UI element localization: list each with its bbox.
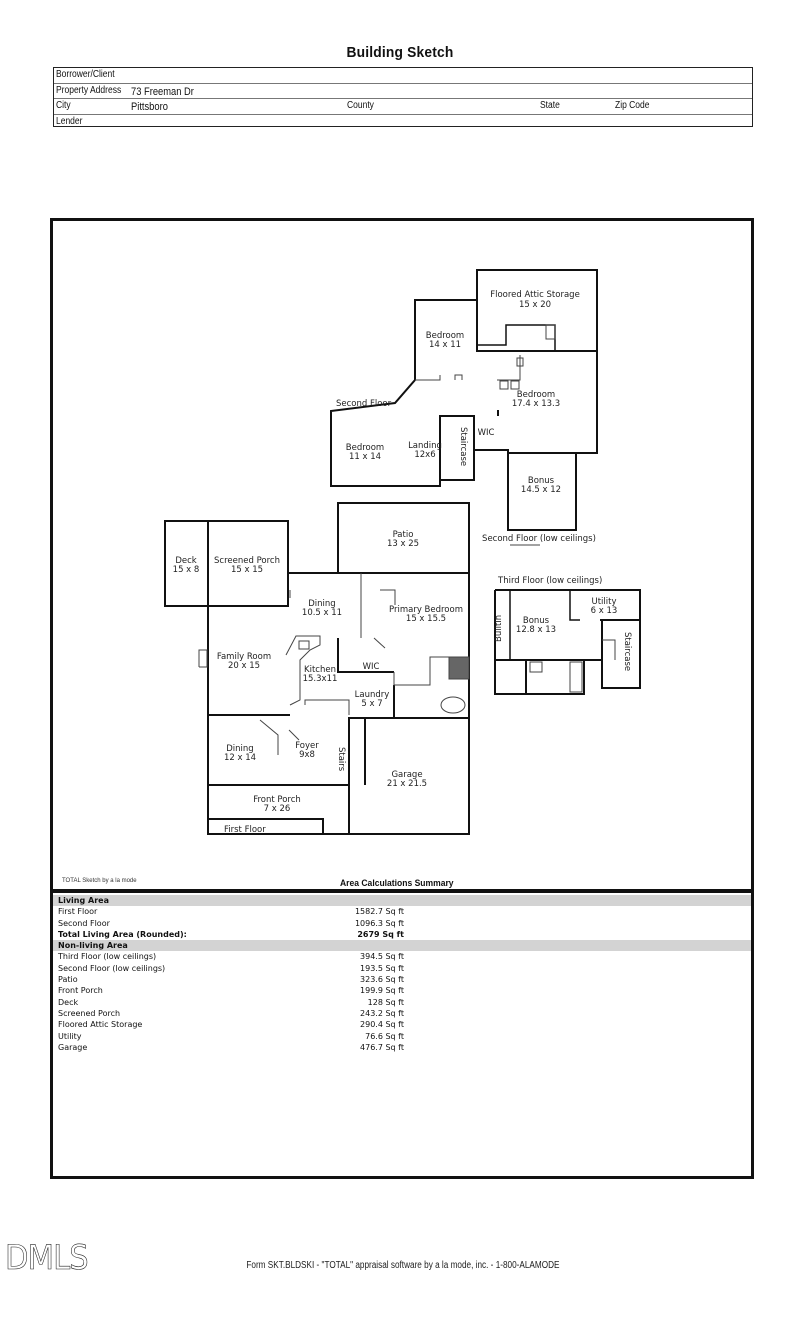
attic-storage-outline (476, 269, 598, 352)
zip-label: Zip Code (615, 100, 650, 111)
garage-dim: 21 x 21.5 (387, 779, 427, 789)
landing-label: Landing (408, 441, 442, 451)
state-label: State (540, 100, 560, 111)
bonus3-label: Bonus (523, 616, 550, 626)
county-label: County (347, 100, 374, 111)
bonus3-dim: 12.8 x 13 (516, 625, 556, 635)
lender-row: Lender (54, 115, 752, 130)
second-floor-label: Second Floor (336, 399, 392, 409)
summary-row: Living Area (53, 895, 751, 907)
bedroom2-dim: 17.4 x 13.3 (512, 399, 560, 409)
bonus2-label: Bonus (528, 476, 555, 486)
staircase3-label: Staircase (622, 632, 632, 671)
screened-porch-dim: 15 x 15 (231, 565, 263, 575)
address-row: Property Address 73 Freeman Dr (54, 84, 752, 99)
attic-dim: 15 x 20 (519, 300, 551, 310)
sketch-frame (50, 218, 754, 1179)
screened-porch-outline (207, 520, 289, 607)
summary-title: Area Calculations Summary (340, 878, 454, 888)
sketch-credit: TOTAL Sketch by a la mode (62, 878, 137, 884)
family-room-dim: 20 x 15 (228, 661, 260, 671)
room-labels: Floored Attic Storage 15 x 20 Bedroom 14… (173, 290, 632, 835)
section-divider (50, 889, 754, 893)
first-floor-label: First Floor (224, 825, 266, 835)
dmls-logo: DMLS (5, 1238, 89, 1279)
builtin-label: BuiltIn (494, 615, 504, 642)
second-floor-low-label: Second Floor (low ceilings) (482, 534, 596, 544)
primary-bedroom-dim: 15 x 15.5 (406, 614, 446, 624)
borrower-row: Borrower/Client (54, 68, 752, 84)
bedroom1-label: Bedroom (426, 331, 464, 341)
floor-plan-drawing: Floored Attic Storage 15 x 20 Bedroom 14… (164, 269, 641, 835)
laundry-label: Laundry (355, 690, 390, 700)
garage-label: Garage (391, 770, 422, 780)
city-value: Pittsboro (131, 101, 168, 113)
staircase2-label: Staircase (458, 427, 468, 466)
dining2-dim: 12 x 14 (224, 753, 256, 763)
address-value: 73 Freeman Dr (131, 85, 194, 98)
kitchen-dim: 15.3x11 (303, 674, 338, 684)
dining1-label: Dining (308, 599, 335, 609)
laundry-dim: 5 x 7 (361, 699, 382, 709)
attic-label: Floored Attic Storage (490, 290, 580, 300)
patio-dim: 13 x 25 (387, 539, 419, 549)
patio-label: Patio (393, 530, 414, 540)
bedroom2-label: Bedroom (517, 390, 555, 400)
summary-row: Second Floor (low ceilings)193.5 Sq ft (58, 963, 404, 973)
bedroom3-label: Bedroom (346, 443, 384, 453)
summary-row: Third Floor (low ceilings)394.5 Sq ft (58, 952, 404, 962)
deck-dim: 15 x 8 (173, 565, 200, 575)
front-porch-label: Front Porch (253, 795, 301, 805)
city-row: City Pittsboro County State Zip Code (54, 99, 752, 115)
dining2-label: Dining (226, 744, 253, 754)
third-floor-label: Third Floor (low ceilings) (497, 576, 602, 586)
kitchen-label: Kitchen (304, 665, 336, 675)
property-header-table: Borrower/Client Property Address 73 Free… (53, 67, 753, 127)
primary-bedroom-label: Primary Bedroom (389, 605, 463, 615)
dining1-dim: 10.5 x 11 (302, 608, 342, 618)
foyer-label: Foyer (295, 741, 319, 751)
landing-dim: 12x6 (414, 450, 435, 460)
utility-dim: 6 x 13 (591, 606, 618, 616)
summary-row: Non-living Area (53, 940, 751, 952)
summary-row-total: Total Living Area (Rounded):2679 Sq ft (58, 929, 404, 939)
form-footer: Form SKT.BLDSKI - "TOTAL" appraisal soft… (245, 1260, 560, 1271)
screened-porch-label: Screened Porch (214, 556, 280, 566)
foyer-dim: 9x8 (299, 750, 315, 760)
lender-label: Lender (56, 115, 83, 127)
utility-label: Utility (591, 597, 616, 607)
bonus2-dim: 14.5 x 12 (521, 485, 561, 495)
bedroom3-dim: 11 x 14 (349, 452, 381, 462)
wic2-label: WIC (478, 428, 495, 438)
wic1-label: WIC (363, 662, 380, 672)
document-title: Building Sketch (346, 44, 454, 61)
borrower-label: Borrower/Client (56, 69, 115, 80)
front-porch-dim: 7 x 26 (264, 804, 291, 814)
city-label: City (56, 100, 71, 111)
family-room-label: Family Room (217, 652, 271, 662)
address-label: Property Address (56, 84, 122, 96)
bedroom1-dim: 14 x 11 (429, 340, 461, 350)
deck-label: Deck (175, 556, 196, 566)
stairs-label: Stairs (336, 747, 346, 772)
